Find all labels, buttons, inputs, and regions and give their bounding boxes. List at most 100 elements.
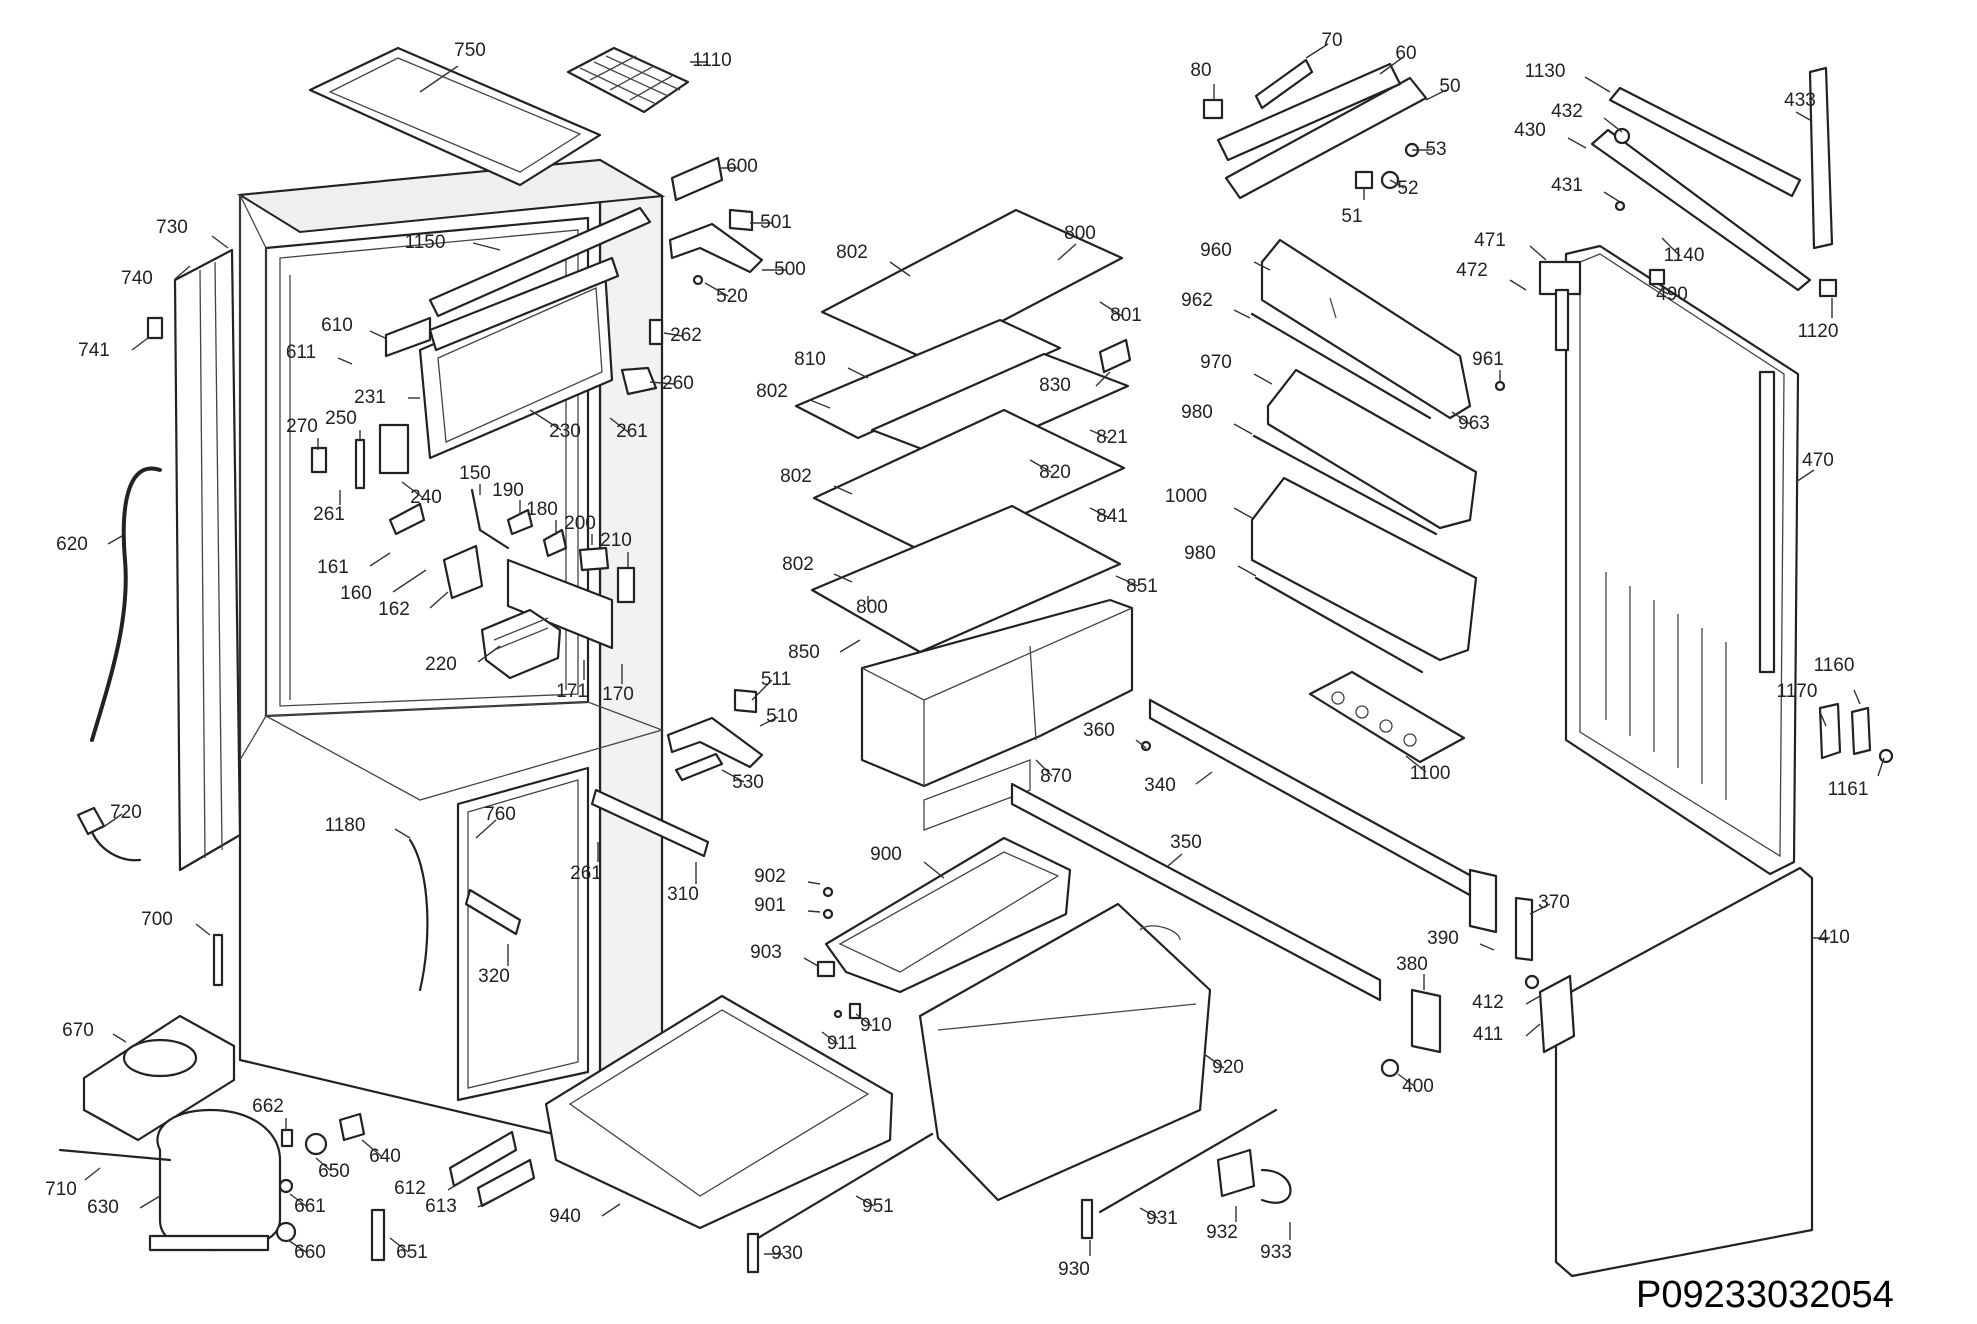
- part-label-902: 902: [754, 866, 786, 887]
- part-label-400: 400: [1402, 1076, 1434, 1097]
- trim-fastener: [146, 316, 164, 340]
- leader-line: [759, 716, 779, 727]
- door-handle: [408, 838, 429, 992]
- leader-line: [287, 1239, 307, 1253]
- part-label-870: 870: [1040, 766, 1072, 787]
- leader-line: [889, 261, 911, 277]
- leader-line: [847, 367, 869, 379]
- part-label-1140: 1140: [1664, 245, 1705, 266]
- part-label-951: 951: [862, 1196, 894, 1217]
- hinge-bracket: [620, 318, 664, 396]
- leader-line: [1425, 89, 1447, 101]
- part-label-720: 720: [110, 802, 142, 823]
- door-bins: [1250, 238, 1506, 764]
- part-label-500: 500: [774, 259, 806, 280]
- leader-line: [477, 1195, 501, 1208]
- top-hinge-hardware: [1590, 66, 1894, 764]
- part-label-1000: 1000: [1165, 486, 1207, 507]
- part-label-50: 50: [1439, 76, 1460, 97]
- leader-line: [1253, 373, 1273, 385]
- part-label-841: 841: [1096, 506, 1128, 527]
- part-label-1150: 1150: [405, 232, 446, 253]
- part-label-963: 963: [1458, 413, 1490, 434]
- leader-line: [1135, 739, 1147, 749]
- part-label-200: 200: [564, 513, 596, 534]
- leader-line: [369, 330, 386, 339]
- drain-tube: [90, 466, 162, 742]
- leader-line: [1035, 759, 1053, 777]
- glass-shelves: [794, 208, 1132, 654]
- part-label-760: 760: [484, 804, 516, 825]
- leader-line: [337, 357, 353, 365]
- part-label-932: 932: [1206, 1222, 1238, 1243]
- part-label-741: 741: [78, 340, 110, 361]
- part-label-940: 940: [549, 1206, 581, 1227]
- freezer-drawers: [544, 836, 1292, 1274]
- leader-line: [1029, 459, 1052, 473]
- part-label-620: 620: [56, 534, 88, 555]
- part-label-471: 471: [1474, 230, 1506, 251]
- leader-line: [923, 861, 945, 879]
- part-label-662: 662: [252, 1096, 284, 1117]
- leader-line: [601, 1203, 621, 1217]
- fridge-door: [1538, 244, 1800, 876]
- leader-line: [1253, 261, 1271, 271]
- part-label-262: 262: [670, 325, 702, 346]
- part-label-472: 472: [1456, 260, 1488, 281]
- leader-line: [751, 679, 773, 701]
- part-label-490: 490: [1656, 284, 1688, 305]
- leader-line: [107, 535, 123, 545]
- top-cover: [308, 46, 602, 187]
- leader-line: [289, 1193, 307, 1207]
- leader-line: [1567, 137, 1587, 149]
- part-label-930: 930: [771, 1243, 803, 1264]
- leader-line: [855, 1195, 875, 1207]
- part-label-802: 802: [780, 466, 812, 487]
- leader-line: [1203, 1053, 1225, 1069]
- leader-line: [1795, 111, 1811, 121]
- leader-line: [663, 332, 683, 337]
- part-label-390: 390: [1427, 928, 1459, 949]
- part-label-802: 802: [836, 242, 868, 263]
- part-label-750: 750: [454, 40, 486, 61]
- leader-line: [477, 645, 501, 663]
- part-label-430: 430: [1514, 120, 1546, 141]
- part-label-650: 650: [318, 1161, 350, 1182]
- leader-line: [833, 485, 853, 495]
- part-label-613: 613: [425, 1196, 457, 1217]
- leader-line: [803, 957, 819, 967]
- part-label-380: 380: [1396, 954, 1428, 975]
- leader-line: [1819, 711, 1827, 727]
- part-label-432: 432: [1551, 101, 1583, 122]
- part-label-530: 530: [732, 772, 764, 793]
- part-label-431: 431: [1551, 175, 1583, 196]
- part-label-370: 370: [1538, 892, 1570, 913]
- part-label-60: 60: [1395, 43, 1416, 64]
- part-label-1120: 1120: [1798, 321, 1839, 342]
- part-label-661: 661: [294, 1196, 326, 1217]
- part-label-1110: 1110: [692, 50, 731, 71]
- lower-hinge-set: [666, 688, 764, 782]
- leader-line: [1451, 411, 1471, 425]
- leader-line: [174, 265, 191, 280]
- upper-hinge-set: [668, 156, 764, 286]
- cover-strip: [428, 206, 652, 318]
- part-label-911: 911: [827, 1033, 857, 1054]
- leader-line: [1529, 245, 1547, 261]
- part-label-850: 850: [788, 642, 820, 663]
- leader-line: [315, 1157, 331, 1171]
- leader-line: [389, 1237, 409, 1253]
- part-label-700: 700: [141, 909, 173, 930]
- leader-line: [1509, 279, 1527, 291]
- leader-line: [1877, 757, 1885, 777]
- part-label-630: 630: [87, 1197, 119, 1218]
- part-label-740: 740: [121, 268, 153, 289]
- part-label-511: 511: [761, 669, 791, 690]
- leader-line: [472, 242, 501, 251]
- leader-line: [1397, 1073, 1415, 1087]
- leader-line: [1525, 1023, 1541, 1037]
- leader-line: [139, 1195, 161, 1209]
- leader-line: [1139, 1207, 1159, 1219]
